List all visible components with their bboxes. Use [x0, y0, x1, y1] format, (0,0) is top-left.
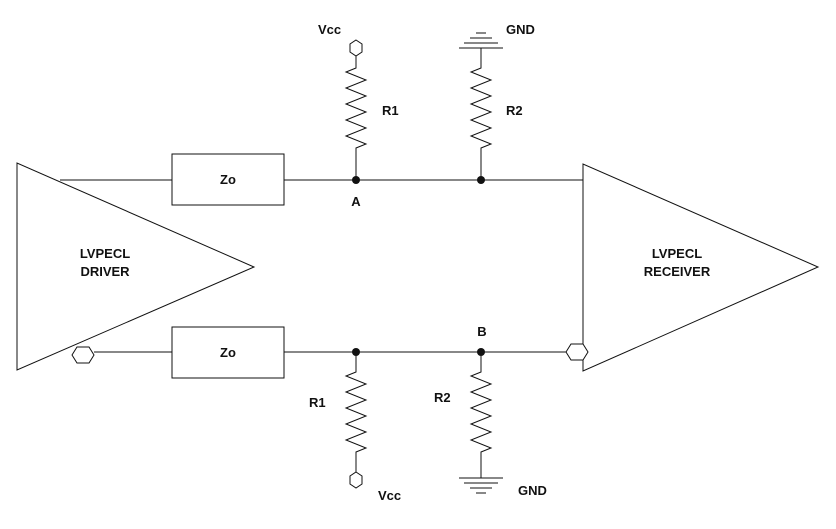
receiver-label-line2: RECEIVER	[644, 264, 711, 279]
top-vcc-label: Vcc	[318, 22, 341, 37]
top-vcc-terminal-icon	[349, 39, 363, 57]
receiver-label-line1: LVPECL	[652, 246, 702, 261]
driver-triangle	[16, 162, 256, 371]
bottom-r1-label: R1	[309, 395, 326, 410]
node-b-label: B	[477, 324, 486, 339]
receiver-triangle	[582, 163, 820, 372]
top-r1-label: R1	[382, 103, 399, 118]
receiver-inverting-input-icon	[565, 343, 589, 361]
top-r1-resistor-icon	[344, 56, 368, 180]
bottom-r2-resistor-icon	[469, 352, 493, 478]
driver-inverting-output-icon	[71, 346, 95, 364]
bottom-gnd-label: GND	[518, 483, 547, 498]
top-zo-label: Zo	[220, 172, 236, 187]
top-r2-resistor-icon	[469, 48, 493, 180]
driver-label-line1: LVPECL	[80, 246, 130, 261]
top-r2-label: R2	[506, 103, 523, 118]
bottom-r2-label: R2	[434, 390, 451, 405]
bottom-zo-label: Zo	[220, 345, 236, 360]
bottom-vcc-terminal-icon	[349, 471, 363, 489]
top-gnd-label: GND	[506, 22, 535, 37]
bottom-vcc-label: Vcc	[378, 488, 401, 503]
driver-label-line2: DRIVER	[80, 264, 130, 279]
bottom-zo-box	[171, 326, 285, 379]
bottom-r1-resistor-icon	[344, 352, 368, 472]
node-a-label: A	[351, 194, 361, 209]
top-zo-box	[171, 153, 285, 206]
